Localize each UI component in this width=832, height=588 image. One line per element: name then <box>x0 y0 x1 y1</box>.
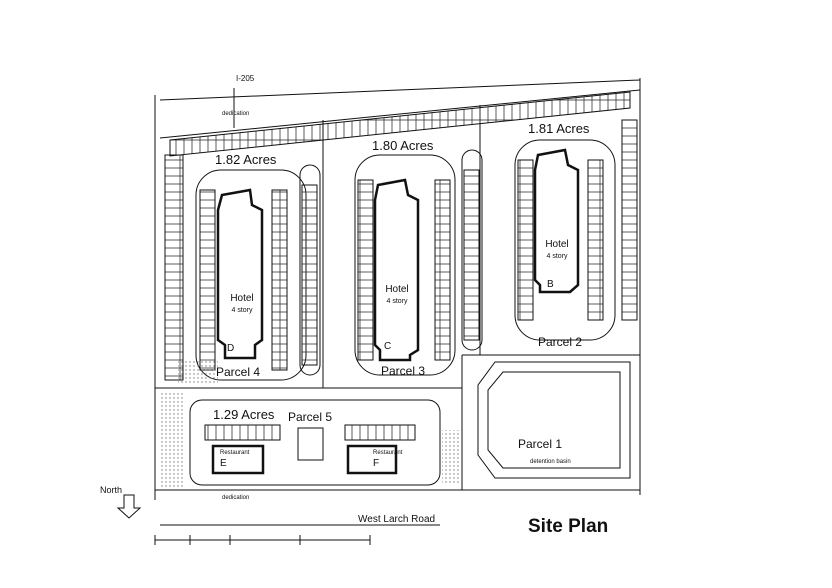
parcel-4-label: Parcel 4 <box>216 365 261 379</box>
hotel-d-stories: 4 story <box>231 307 253 314</box>
dedication-bottom-label: dedication <box>222 495 250 501</box>
hotel-b-letter: B <box>547 279 554 290</box>
restaurant-e-letter: E <box>220 458 227 469</box>
detention-basin <box>477 361 631 479</box>
property-line-top <box>159 89 641 139</box>
parcel-1-label: Parcel 1 <box>518 437 563 451</box>
road-label: West Larch Road <box>358 514 436 525</box>
parcel-5-label: Parcel 5 <box>288 410 333 424</box>
parcel-5-acres: 1.29 Acres <box>213 407 275 422</box>
hotel-c-letter: C <box>384 341 392 352</box>
parcel-4-acres: 1.82 Acres <box>215 152 277 167</box>
hotel-d-letter: D <box>227 343 235 354</box>
lot-parcel-5 <box>189 399 441 486</box>
lot-parcel-2 <box>514 139 616 341</box>
hotel-c-footprint <box>373 178 420 362</box>
freeway-line <box>159 79 641 101</box>
restaurant-f-footprint <box>346 444 398 475</box>
hotel-c-stories: 4 story <box>386 298 408 305</box>
hotel-b-footprint <box>533 148 580 294</box>
highway-label: I-205 <box>236 74 255 83</box>
restaurant-f-letter: F <box>373 458 380 469</box>
north-arrow-icon <box>116 494 142 519</box>
north-label: North <box>100 485 123 495</box>
parcel-2-acres: 1.81 Acres <box>528 121 590 136</box>
parcel-3-label: Parcel 3 <box>381 364 426 378</box>
parcel-3-acres: 1.80 Acres <box>372 138 434 153</box>
hotel-d-footprint <box>216 188 264 360</box>
detention-basin-label: detention basin <box>530 459 571 465</box>
parcel-2-label: Parcel 2 <box>538 335 583 349</box>
lot-parcel-3 <box>354 154 456 376</box>
hotel-c-label: Hotel <box>385 284 409 295</box>
restaurant-e-footprint <box>211 444 265 475</box>
page-title: Site Plan <box>528 516 609 537</box>
restaurant-e-label: Restaurant <box>220 450 250 456</box>
dedication-top-label: dedication <box>222 111 250 117</box>
hotel-b-stories: 4 story <box>546 253 568 260</box>
hotel-b-label: Hotel <box>545 239 569 250</box>
parking-row-top <box>169 91 631 157</box>
restaurant-f-label: Restaurant <box>373 450 403 456</box>
hotel-d-label: Hotel <box>230 293 254 304</box>
